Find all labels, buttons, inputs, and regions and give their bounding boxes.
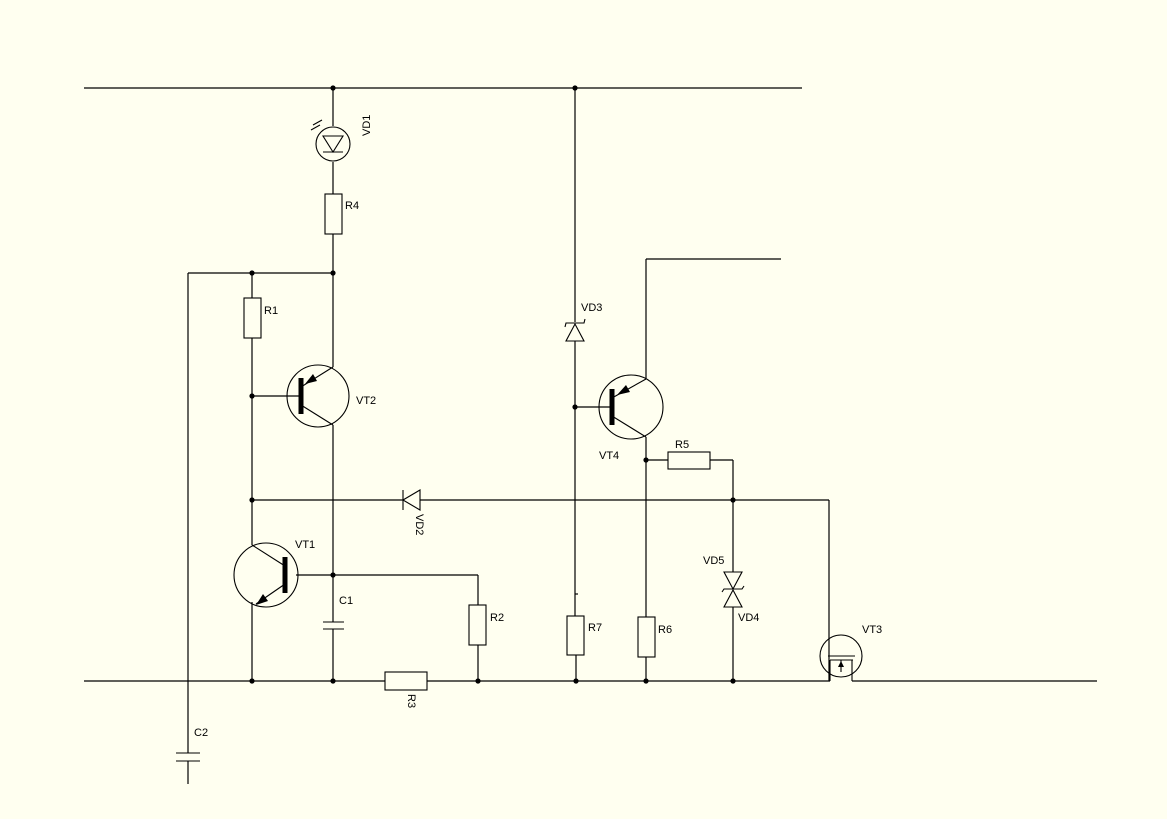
r5-body bbox=[667, 451, 711, 470]
junction-dot bbox=[330, 270, 336, 276]
junction-dots bbox=[249, 85, 736, 684]
vt3-arrow-icon bbox=[838, 661, 844, 667]
vd3-label: VD3 bbox=[581, 302, 602, 314]
r6-resistor: R6 bbox=[637, 616, 672, 658]
r4-body bbox=[324, 193, 343, 235]
vd2-triangle bbox=[401, 489, 421, 511]
junction-dot bbox=[572, 85, 578, 91]
vt4-collector-lead bbox=[611, 415, 647, 438]
vd1-led: VD1 bbox=[310, 115, 373, 162]
vd5-triangle bbox=[723, 571, 743, 591]
r1-label: R1 bbox=[264, 305, 278, 317]
r3-resistor: R3 bbox=[384, 671, 428, 708]
vd5-vd4-zeners: VD5 VD4 bbox=[703, 555, 759, 624]
vt1-collector-lead bbox=[251, 544, 286, 567]
vt1-arrow-icon bbox=[256, 594, 268, 605]
vd1-led-ray-icon bbox=[312, 119, 323, 126]
r2-label: R2 bbox=[490, 612, 504, 624]
r1-resistor: R1 bbox=[243, 297, 278, 339]
r7-body bbox=[566, 615, 585, 656]
vt3-mosfet: VT3 bbox=[819, 624, 882, 681]
vt1-body bbox=[233, 542, 299, 608]
vt2-collector-lead bbox=[300, 404, 334, 426]
vd1-label: VD1 bbox=[361, 115, 373, 136]
vt1-label: VT1 bbox=[295, 539, 315, 551]
vd1-led-triangle bbox=[322, 135, 344, 154]
junction-dot bbox=[643, 457, 649, 463]
vt3-body bbox=[819, 634, 863, 678]
junction-dot bbox=[330, 85, 336, 91]
vd1-led-body bbox=[315, 126, 351, 162]
vt2-body bbox=[286, 364, 350, 428]
c1-capacitor: C1 bbox=[323, 595, 353, 630]
r3-label: R3 bbox=[405, 694, 417, 708]
junction-dot bbox=[330, 572, 336, 578]
junction-dot bbox=[573, 678, 579, 684]
junction-dot bbox=[475, 678, 481, 684]
r6-body bbox=[637, 616, 656, 658]
r4-resistor: R4 bbox=[324, 193, 359, 235]
vd4-label: VD4 bbox=[738, 612, 759, 624]
junction-dot bbox=[730, 497, 736, 503]
vd3-zener: VD3 bbox=[564, 302, 602, 342]
c2-label: C2 bbox=[194, 727, 208, 739]
r2-body bbox=[468, 604, 487, 646]
junction-dot bbox=[249, 270, 255, 276]
vt2-emitter-lead bbox=[300, 366, 334, 388]
vt4-transistor: VT4 bbox=[598, 374, 664, 462]
vd3-bar bbox=[564, 318, 586, 328]
junction-dot bbox=[249, 497, 255, 503]
vt4-body bbox=[598, 374, 664, 440]
c2-capacitor: C2 bbox=[176, 727, 208, 762]
junction-dot bbox=[572, 404, 578, 410]
vd3-triangle bbox=[565, 322, 585, 342]
r5-resistor: R5 bbox=[667, 439, 711, 470]
vt1-transistor: VT1 bbox=[233, 539, 315, 608]
r5-label: R5 bbox=[675, 439, 689, 451]
vd2-label: VD2 bbox=[413, 514, 425, 535]
vd1-led-ray-icon bbox=[310, 124, 321, 131]
vt2-transistor: VT2 bbox=[286, 364, 376, 428]
vt3-label: VT3 bbox=[862, 624, 882, 636]
junction-dot bbox=[249, 393, 255, 399]
vd4-triangle bbox=[723, 588, 743, 608]
junction-dot bbox=[249, 678, 255, 684]
vt2-arrow-icon bbox=[305, 374, 317, 384]
vt2-label: VT2 bbox=[356, 395, 376, 407]
vt4-label: VT4 bbox=[599, 450, 619, 462]
junction-dot bbox=[730, 678, 736, 684]
vt4-arrow-icon bbox=[617, 385, 630, 395]
r7-resistor: R7 bbox=[566, 615, 602, 656]
c1-label: C1 bbox=[339, 595, 353, 607]
vd5-label: VD5 bbox=[703, 555, 724, 567]
junction-dot bbox=[643, 678, 649, 684]
r7-label: R7 bbox=[588, 622, 602, 634]
r1-body bbox=[243, 297, 262, 339]
vd5-vd4-bar bbox=[721, 585, 745, 593]
vt4-emitter-lead bbox=[611, 378, 647, 399]
r4-label: R4 bbox=[345, 200, 359, 212]
wires bbox=[84, 87, 1097, 784]
r2-resistor: R2 bbox=[468, 604, 504, 646]
r3-body bbox=[384, 671, 428, 691]
r6-label: R6 bbox=[658, 624, 672, 636]
junction-dot bbox=[330, 678, 336, 684]
vd2-diode: VD2 bbox=[401, 489, 425, 535]
